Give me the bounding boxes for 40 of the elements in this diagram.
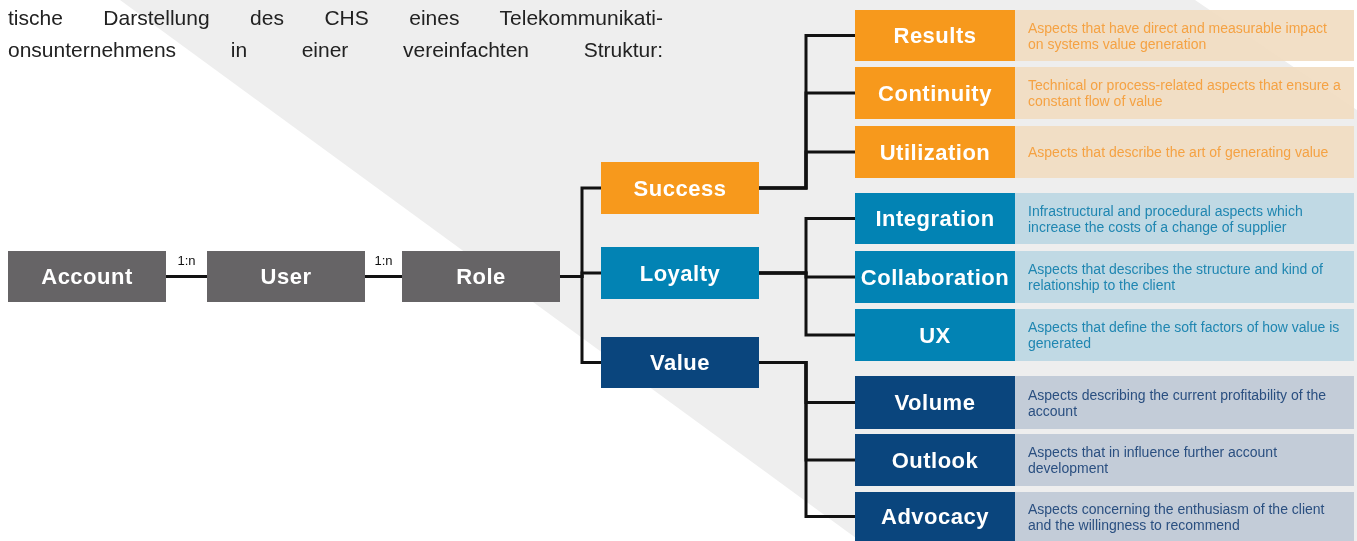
category-description: Aspects that in influence further account development <box>1028 444 1279 476</box>
entity-box: Success <box>601 162 759 214</box>
category-row <box>855 193 1354 244</box>
entity-box: Loyalty <box>601 247 759 299</box>
category-label: UX <box>855 309 1015 361</box>
category-row <box>855 434 1354 486</box>
category-description: Infrastructural and procedural aspects which increase the costs of a change of supplier <box>1028 202 1304 235</box>
entity-box: User <box>207 251 365 302</box>
category-row <box>855 126 1354 178</box>
category-row <box>855 251 1354 303</box>
category-description: Aspects that define the soft factors of how value is generated <box>1028 319 1341 351</box>
entity-box: Account <box>8 251 166 302</box>
category-row <box>855 492 1354 541</box>
category-description: Aspects concerning the enthusiasm of the client and the willingness to recommend <box>1028 500 1326 533</box>
entity-box: Value <box>601 337 759 388</box>
category-row <box>855 376 1354 429</box>
category-label: Continuity <box>855 67 1015 119</box>
entity-box: Role <box>402 251 560 302</box>
connector-line <box>759 150 855 190</box>
connector-line <box>759 361 855 518</box>
category-description: Technical or process-related aspects that ensure a constant flow of value <box>1028 77 1342 109</box>
category-row <box>855 67 1354 119</box>
category-description: Aspects describing the current profitability of the account <box>1028 386 1328 419</box>
category-label: Integration <box>855 193 1015 244</box>
category-label: Utilization <box>855 126 1015 178</box>
intro-text: tische Darstellung des CHS eines Telekommunikati- onsunternehmens in einer vereinfachten Struktur: <box>8 5 663 63</box>
category-label: Outlook <box>855 434 1015 486</box>
category-row <box>855 10 1354 61</box>
category-description: Aspects that have direct and measurable impact on systems value generation <box>1028 19 1328 52</box>
connector-line <box>166 275 207 278</box>
category-label: Results <box>855 10 1015 61</box>
connector-line <box>560 275 601 364</box>
connector-line <box>365 275 402 278</box>
connector-line <box>759 271 855 337</box>
category-description: Aspects that describe the art of generating value <box>1028 144 1329 160</box>
category-row <box>855 309 1354 361</box>
category-label: Volume <box>855 376 1015 429</box>
category-label: Advocacy <box>855 492 1015 541</box>
category-label: Collaboration <box>855 251 1015 303</box>
category-description: Aspects that describes the structure and kind of relationship to the client <box>1028 261 1324 293</box>
